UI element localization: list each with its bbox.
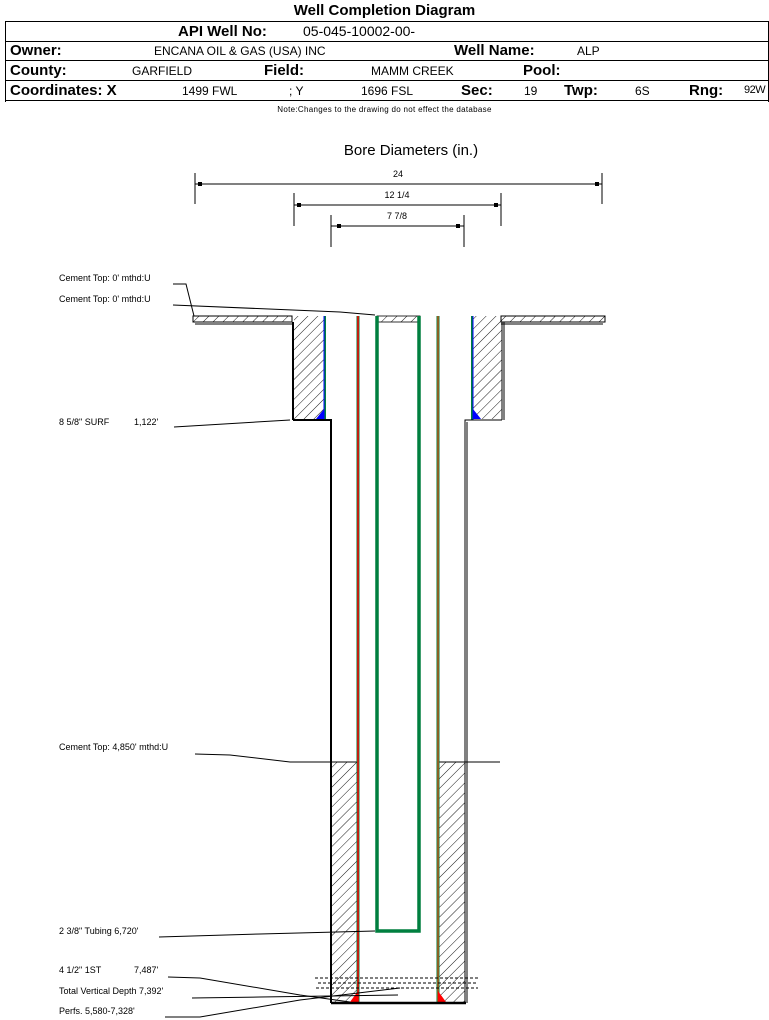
api-label: API Well No:: [178, 23, 267, 40]
surface-shoe-left: [316, 409, 324, 419]
county-value: GARFIELD: [132, 64, 193, 78]
production-shoe-right: [438, 991, 446, 1002]
surface-plate-center: [376, 315, 421, 323]
twp-label: Twp:: [564, 82, 598, 99]
well-name-label: Well Name:: [454, 42, 535, 59]
cement-top-1-label: Cement Top: 0' mthd:U: [59, 273, 151, 283]
surface-casing-depth: 1,122': [134, 417, 159, 427]
rng-label: Rng:: [689, 82, 724, 99]
dimension-label-24: 24: [393, 169, 403, 179]
field-value: MAMM CREEK: [371, 64, 454, 78]
field-label: Field:: [264, 62, 304, 79]
pool-label: Pool:: [523, 62, 561, 79]
owner-row: Owner: ENCANA OIL & GAS (USA) INC Well N…: [6, 41, 768, 61]
well-name-value: ALP: [577, 44, 600, 58]
cement-top-3-label: Cement Top: 4,850' mthd:U: [59, 742, 168, 752]
surface-cement-left: [294, 316, 324, 419]
well-header-table: API Well No: 05-045-10002-00- Owner: ENC…: [5, 21, 769, 102]
dimension-7-7-8: 7 7/8: [330, 211, 465, 247]
production-casing-depth: 7,487': [134, 965, 159, 975]
owner-value: ENCANA OIL & GAS (USA) INC: [154, 44, 326, 58]
tubing: [375, 316, 421, 933]
dimension-12-1-4: 12 1/4: [293, 190, 502, 226]
twp-value: 6S: [635, 84, 650, 98]
bore-diameters-title: Bore Diameters (in.): [344, 142, 478, 159]
surface-casing-label: 8 5/8" SURF: [59, 417, 110, 427]
coord-x-label: Coordinates: X: [10, 82, 117, 99]
county-label: County:: [10, 62, 67, 79]
owner-label: Owner:: [10, 42, 62, 59]
production-casing-label: 4 1/2" 1ST: [59, 965, 102, 975]
api-row: API Well No: 05-045-10002-00-: [6, 22, 768, 42]
cement-top-2-label: Cement Top: 0' mthd:U: [59, 294, 151, 304]
coord-y-label: ; Y: [289, 84, 304, 98]
coord-x-value: 1499 FWL: [182, 84, 238, 98]
tubing-label: 2 3/8" Tubing 6,720': [59, 926, 139, 936]
coordinates-row: Coordinates: X 1499 FWL ; Y 1696 FSL Sec…: [6, 81, 768, 101]
api-value: 05-045-10002-00-: [303, 23, 416, 39]
dimension-24: 24: [194, 169, 603, 204]
coord-y-value: 1696 FSL: [361, 84, 414, 98]
database-note: Note:Changes to the drawing do not effec…: [277, 105, 492, 114]
surface-plate-right: [500, 315, 606, 325]
production-cement-left: [332, 762, 358, 1002]
surface-plate-left: [192, 315, 293, 325]
sec-label: Sec:: [461, 82, 493, 99]
dimension-label-7-7-8: 7 7/8: [387, 211, 407, 221]
production-cement-right: [439, 762, 465, 1002]
rng-value: 92W: [744, 84, 766, 96]
total-depth-label: Total Vertical Depth 7,392': [59, 986, 164, 996]
dimension-label-12-1-4: 12 1/4: [384, 190, 409, 200]
sec-value: 19: [524, 84, 538, 98]
county-row: County: GARFIELD Field: MAMM CREEK Pool:: [6, 61, 768, 81]
perfs-label: Perfs. 5,580-7,328': [59, 1006, 135, 1016]
page-title: Well Completion Diagram: [293, 2, 476, 19]
surface-shoe-right: [473, 409, 481, 419]
surface-cement-right: [472, 316, 502, 419]
